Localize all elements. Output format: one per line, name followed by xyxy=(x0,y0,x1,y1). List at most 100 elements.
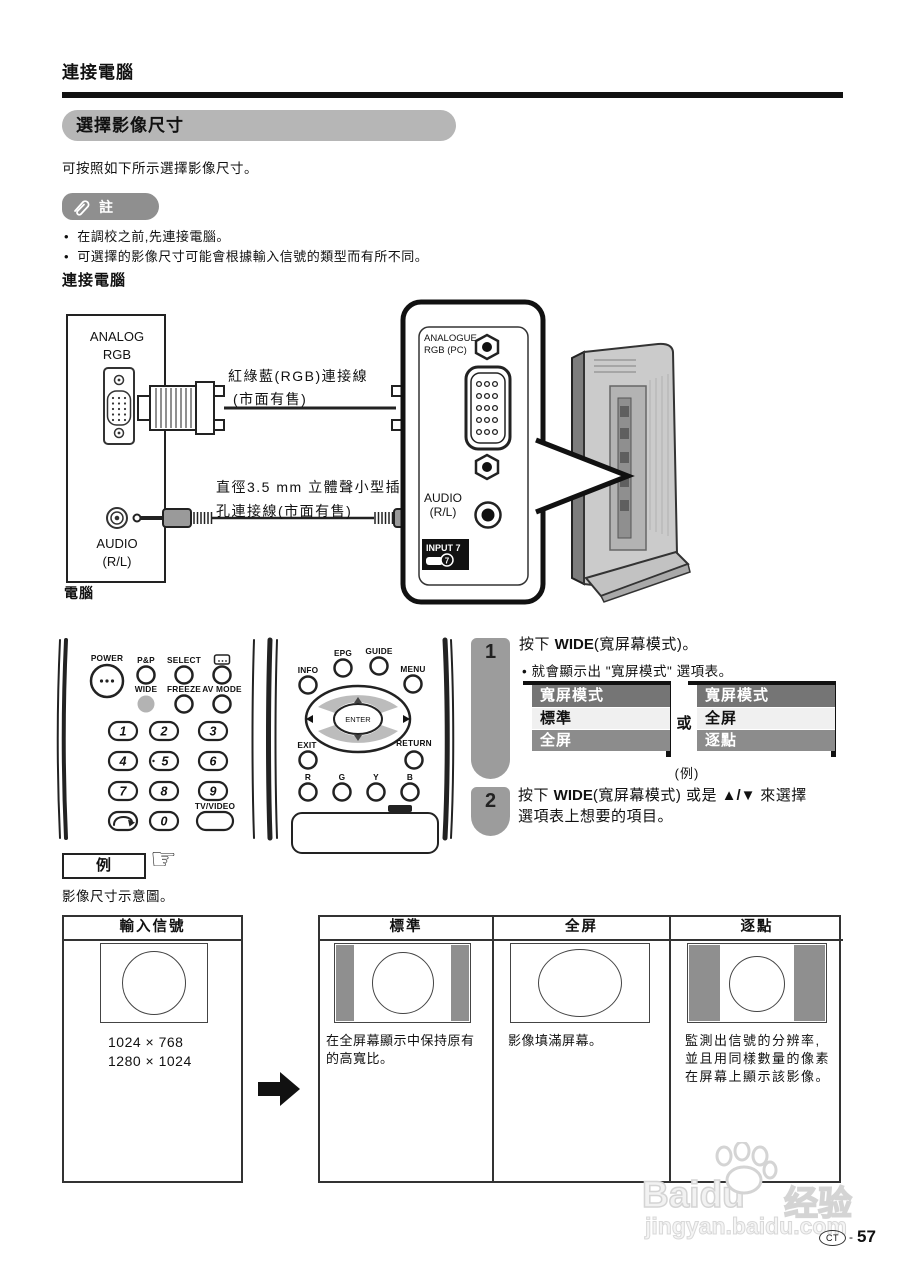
page-number: 57 xyxy=(857,1227,876,1246)
col-standard-circle xyxy=(372,952,434,1014)
col-fullscreen-desc: 影像填滿屏幕。 xyxy=(508,1033,603,1048)
exit-button xyxy=(298,750,318,770)
pp-label: P&P xyxy=(137,655,155,665)
dpad-down-icon xyxy=(354,735,362,741)
digit-2: 2 xyxy=(160,725,168,739)
analogue-rgb-label-1: ANALOGUE xyxy=(424,333,477,344)
digit-0-button xyxy=(148,810,180,832)
dpad-up-icon xyxy=(354,697,362,703)
intro-text: 可按照如下所示選擇影像尺寸。 xyxy=(62,161,258,176)
pillar-left xyxy=(336,945,354,1021)
watermark-url: jingyan.baidu.com xyxy=(645,1213,848,1240)
enter-label: ENTER xyxy=(345,715,371,724)
power-label: POWER xyxy=(91,653,123,663)
epg-label: EPG xyxy=(334,648,352,658)
input-signal-box: 輸入信號 1024 × 768 1280 × 1024 xyxy=(62,915,243,1183)
menu-left-row-2: 全屏 xyxy=(532,729,670,751)
select-button xyxy=(174,665,194,685)
table-divider-2 xyxy=(669,917,671,1181)
g-key-label: G xyxy=(339,772,346,782)
step-1-text: 按下 WIDE(寬屏幕模式)。 xyxy=(519,636,698,653)
digit-9-button xyxy=(197,780,229,802)
remote-tab xyxy=(388,805,412,812)
menu-left-shadow-top xyxy=(523,681,671,685)
audio-cable-label-1: 直徑3.5 mm 立體聲小型插 xyxy=(216,479,401,495)
y-key-button xyxy=(366,782,386,802)
dpad-down xyxy=(318,725,398,743)
col-dot-by-dot-header: 逐點 xyxy=(671,917,843,941)
footer-dash: - xyxy=(849,1230,853,1244)
size-mode-table: 標準 在全屏幕顯示中保持原有的高寬比。 全屏 影像填滿屏幕。 逐點 xyxy=(318,915,843,1183)
wide-mode-menu-right: 寬屏模式 全屏 逐點 xyxy=(697,685,835,751)
subtitle-button xyxy=(212,665,232,685)
col-dot-by-dot-screen xyxy=(687,943,827,1023)
wide-label: WIDE xyxy=(135,684,158,694)
av-mode-label: AV MODE xyxy=(202,684,242,694)
audio-jack-icon xyxy=(106,507,128,529)
input-signal-screen xyxy=(100,943,208,1023)
av-mode-button xyxy=(212,694,232,714)
pp-button xyxy=(136,665,156,685)
tv-video-button xyxy=(195,810,235,832)
example-badge: 例 xyxy=(62,853,146,879)
step-2-number: 2 xyxy=(484,790,497,812)
digit-0: 0 xyxy=(161,815,168,829)
digit-5: 5 xyxy=(162,755,170,769)
col-fullscreen-ellipse xyxy=(538,949,622,1017)
pillar-right-wide xyxy=(794,945,825,1021)
digit-8-button xyxy=(148,780,180,802)
analog-rgb-label-1: ANALOG xyxy=(90,329,144,344)
menu-right-header: 寬屏模式 xyxy=(697,685,835,707)
menu-right-shadow-top xyxy=(688,681,836,685)
return-label: RETURN xyxy=(396,738,432,748)
col-dot-by-dot: 逐點 監測出信號的分辨率,並且用同樣數量的像素在屏幕上顯示該影像。 xyxy=(671,917,843,1181)
menu-example-caption: (例) xyxy=(674,766,700,781)
y-key-label: Y xyxy=(373,772,379,782)
g-key-button xyxy=(332,782,352,802)
audio-rl-label-1: AUDIO xyxy=(96,536,137,551)
info-label: INFO xyxy=(298,665,319,675)
enter-button xyxy=(333,703,383,735)
r-key-button xyxy=(298,782,318,802)
input7-number: 7 xyxy=(445,557,450,566)
example-caption: 影像尺寸示意圖。 xyxy=(62,889,174,904)
menu-right-row-2: 逐點 xyxy=(697,729,835,751)
return-button xyxy=(404,750,424,770)
subtitle-icon xyxy=(213,654,231,665)
select-label: SELECT xyxy=(167,655,201,665)
panel-audio-label-2: (R/L) xyxy=(430,505,457,519)
computer-caption: 電腦 xyxy=(64,585,94,601)
b-key-button xyxy=(400,782,420,802)
vga-female-icon xyxy=(103,367,135,445)
pillar-right xyxy=(451,945,469,1021)
info-button xyxy=(298,675,318,695)
dpad-left-icon xyxy=(306,715,313,723)
panel-audio-jack-icon xyxy=(474,501,502,529)
note-bullet-1: 在調校之前,先連接電腦。 xyxy=(64,226,230,245)
r-key-label: R xyxy=(305,772,311,782)
b-key-label: B xyxy=(407,772,413,782)
col-dot-by-dot-circle xyxy=(729,956,785,1012)
resolution-2: 1280 × 1024 xyxy=(108,1053,192,1069)
section-banner: 選擇影像尺寸 xyxy=(62,110,456,141)
audio-rl-label-2: (R/L) xyxy=(103,554,132,569)
epg-button xyxy=(333,658,353,678)
pointing-hand-icon: ☞ xyxy=(150,843,177,876)
exit-label: EXIT xyxy=(297,740,316,750)
input7-label: INPUT 7 xyxy=(426,543,461,553)
digit-1: 1 xyxy=(120,725,127,739)
remote-control: POWER P&P SELECT WIDE FREEZE AV MODE xyxy=(56,637,455,854)
header-rule xyxy=(62,92,843,98)
col-standard-desc: 在全屏幕顯示中保持原有的高寬比。 xyxy=(326,1033,475,1066)
wide-button xyxy=(137,695,155,713)
digit-7-button xyxy=(107,780,139,802)
example-arrow-icon xyxy=(258,1072,300,1106)
digit-4-button xyxy=(107,750,139,772)
vga-port-icon xyxy=(464,333,512,481)
audio-cable: 直徑3.5 mm 立體聲小型插 孔連接線(市面有售) xyxy=(132,479,444,528)
col-fullscreen-header: 全屏 xyxy=(494,917,669,941)
step-2-marker: 2 xyxy=(471,787,510,836)
digit-1-button xyxy=(107,720,139,742)
